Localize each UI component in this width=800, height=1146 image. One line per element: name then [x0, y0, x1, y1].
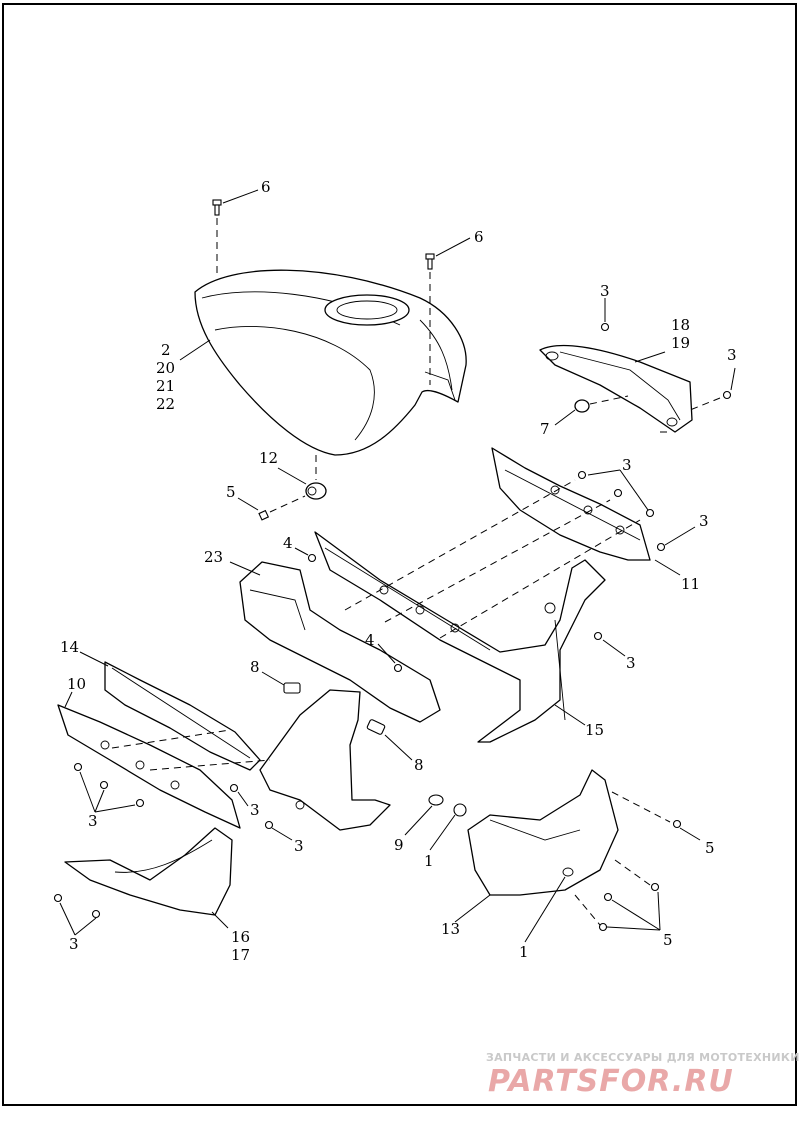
- callout-18: 18: [671, 316, 690, 334]
- callout-3-left: 3: [88, 812, 98, 830]
- callout-2: 2: [161, 341, 171, 359]
- callout-1-lower: 1: [519, 943, 529, 961]
- callout-1-upper: 1: [424, 852, 434, 870]
- callout-20: 20: [156, 359, 175, 377]
- callout-15: 15: [585, 721, 604, 739]
- bolt-6-left: [212, 199, 222, 216]
- callout-14: 14: [60, 638, 79, 656]
- callout-3-frame-right: 3: [626, 654, 636, 672]
- callout-4-lower: 4: [365, 631, 375, 649]
- callout-7: 7: [540, 420, 550, 438]
- callout-8-lower: 8: [414, 756, 424, 774]
- clip-8-upper: [283, 682, 301, 694]
- watermark-tagline: ЗАПЧАСТИ И АКСЕССУАРЫ ДЛЯ МОТОТЕХНИКИ: [486, 1051, 800, 1064]
- callout-6-top-left: 6: [261, 178, 271, 196]
- bolt-6-right: [425, 253, 435, 270]
- side-cover-10: [57, 704, 241, 829]
- callout-3-cover-16: 3: [69, 935, 79, 953]
- cover-16-17: [64, 827, 233, 916]
- callout-12: 12: [259, 449, 278, 467]
- callout-6-top-right: 6: [474, 228, 484, 246]
- frame-cover-23: [239, 561, 441, 723]
- callout-17: 17: [231, 946, 250, 964]
- callout-3-center-lower: 3: [294, 837, 304, 855]
- callout-9: 9: [394, 836, 404, 854]
- watermark-logo: PARTSFOR.RU: [488, 1064, 734, 1099]
- callout-3-bracket-right: 3: [727, 346, 737, 364]
- bolt-3-bracket-top: [600, 322, 610, 332]
- clip-8-lower: [366, 719, 386, 735]
- leader-lines: [59, 189, 736, 943]
- bolt-5-left: [258, 509, 270, 521]
- callout-8-upper: 8: [250, 658, 260, 676]
- callout-22: 22: [156, 395, 175, 413]
- callout-13: 13: [441, 920, 460, 938]
- frame-cover-15: [314, 531, 606, 743]
- callout-23: 23: [204, 548, 223, 566]
- fuel-tank: [194, 269, 467, 456]
- grommet-1-upper: [453, 803, 467, 817]
- bolts-5-right: [598, 819, 682, 932]
- callout-5-right-upper: 5: [705, 839, 715, 857]
- callout-10: 10: [67, 675, 86, 693]
- side-panel-11: [491, 447, 651, 561]
- bolts-3-side-panel: [577, 470, 666, 552]
- callout-5-left: 5: [226, 483, 236, 501]
- spacer-7: [574, 399, 590, 413]
- callout-3-side-panel-right: 3: [699, 512, 709, 530]
- bolt-3-bracket-right: [722, 390, 732, 400]
- side-cover-bracket: [539, 344, 693, 433]
- bolts-3-cover-16: [53, 893, 101, 919]
- bolt-9: [428, 794, 444, 806]
- callout-3-bracket-top: 3: [600, 282, 610, 300]
- side-cover-14: [104, 661, 261, 771]
- callout-3-center: 3: [250, 801, 260, 819]
- callout-19: 19: [671, 334, 690, 352]
- grommet-12: [305, 482, 327, 500]
- bolt-3-frame-right: [593, 631, 603, 641]
- callout-3-side-panel: 3: [622, 456, 632, 474]
- diagram-frame: [2, 3, 797, 1106]
- bolt-4-upper: [307, 553, 317, 563]
- cover-13: [467, 769, 619, 896]
- callout-11: 11: [681, 575, 700, 593]
- callout-21: 21: [156, 377, 175, 395]
- callout-16: 16: [231, 928, 250, 946]
- callout-5-right-lower: 5: [663, 931, 673, 949]
- bolts-3-left: [73, 762, 274, 830]
- callout-4-upper: 4: [283, 534, 293, 552]
- bolt-4-lower: [393, 663, 403, 673]
- lower-frame-cover: [259, 689, 391, 831]
- callout-labels: 6 6 2 20 21 22 3 18 19 3 7 12 5 3 3 11 4…: [60, 178, 737, 964]
